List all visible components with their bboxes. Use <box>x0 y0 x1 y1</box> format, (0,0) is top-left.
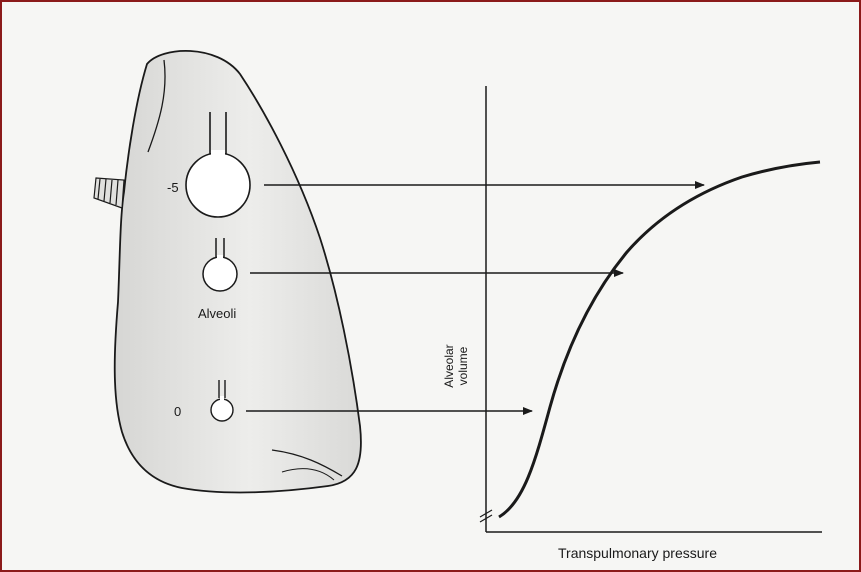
bronchus-stub <box>94 178 124 208</box>
pressure-label-top: -5 <box>167 180 179 195</box>
lung-outline <box>115 51 361 493</box>
pressure-volume-curve <box>499 162 820 517</box>
pressure-label-bottom: 0 <box>174 404 181 419</box>
y-axis-label: Alveolar volume <box>442 326 470 406</box>
x-axis-label: Transpulmonary pressure <box>558 545 717 561</box>
alveoli-label: Alveoli <box>198 306 236 321</box>
